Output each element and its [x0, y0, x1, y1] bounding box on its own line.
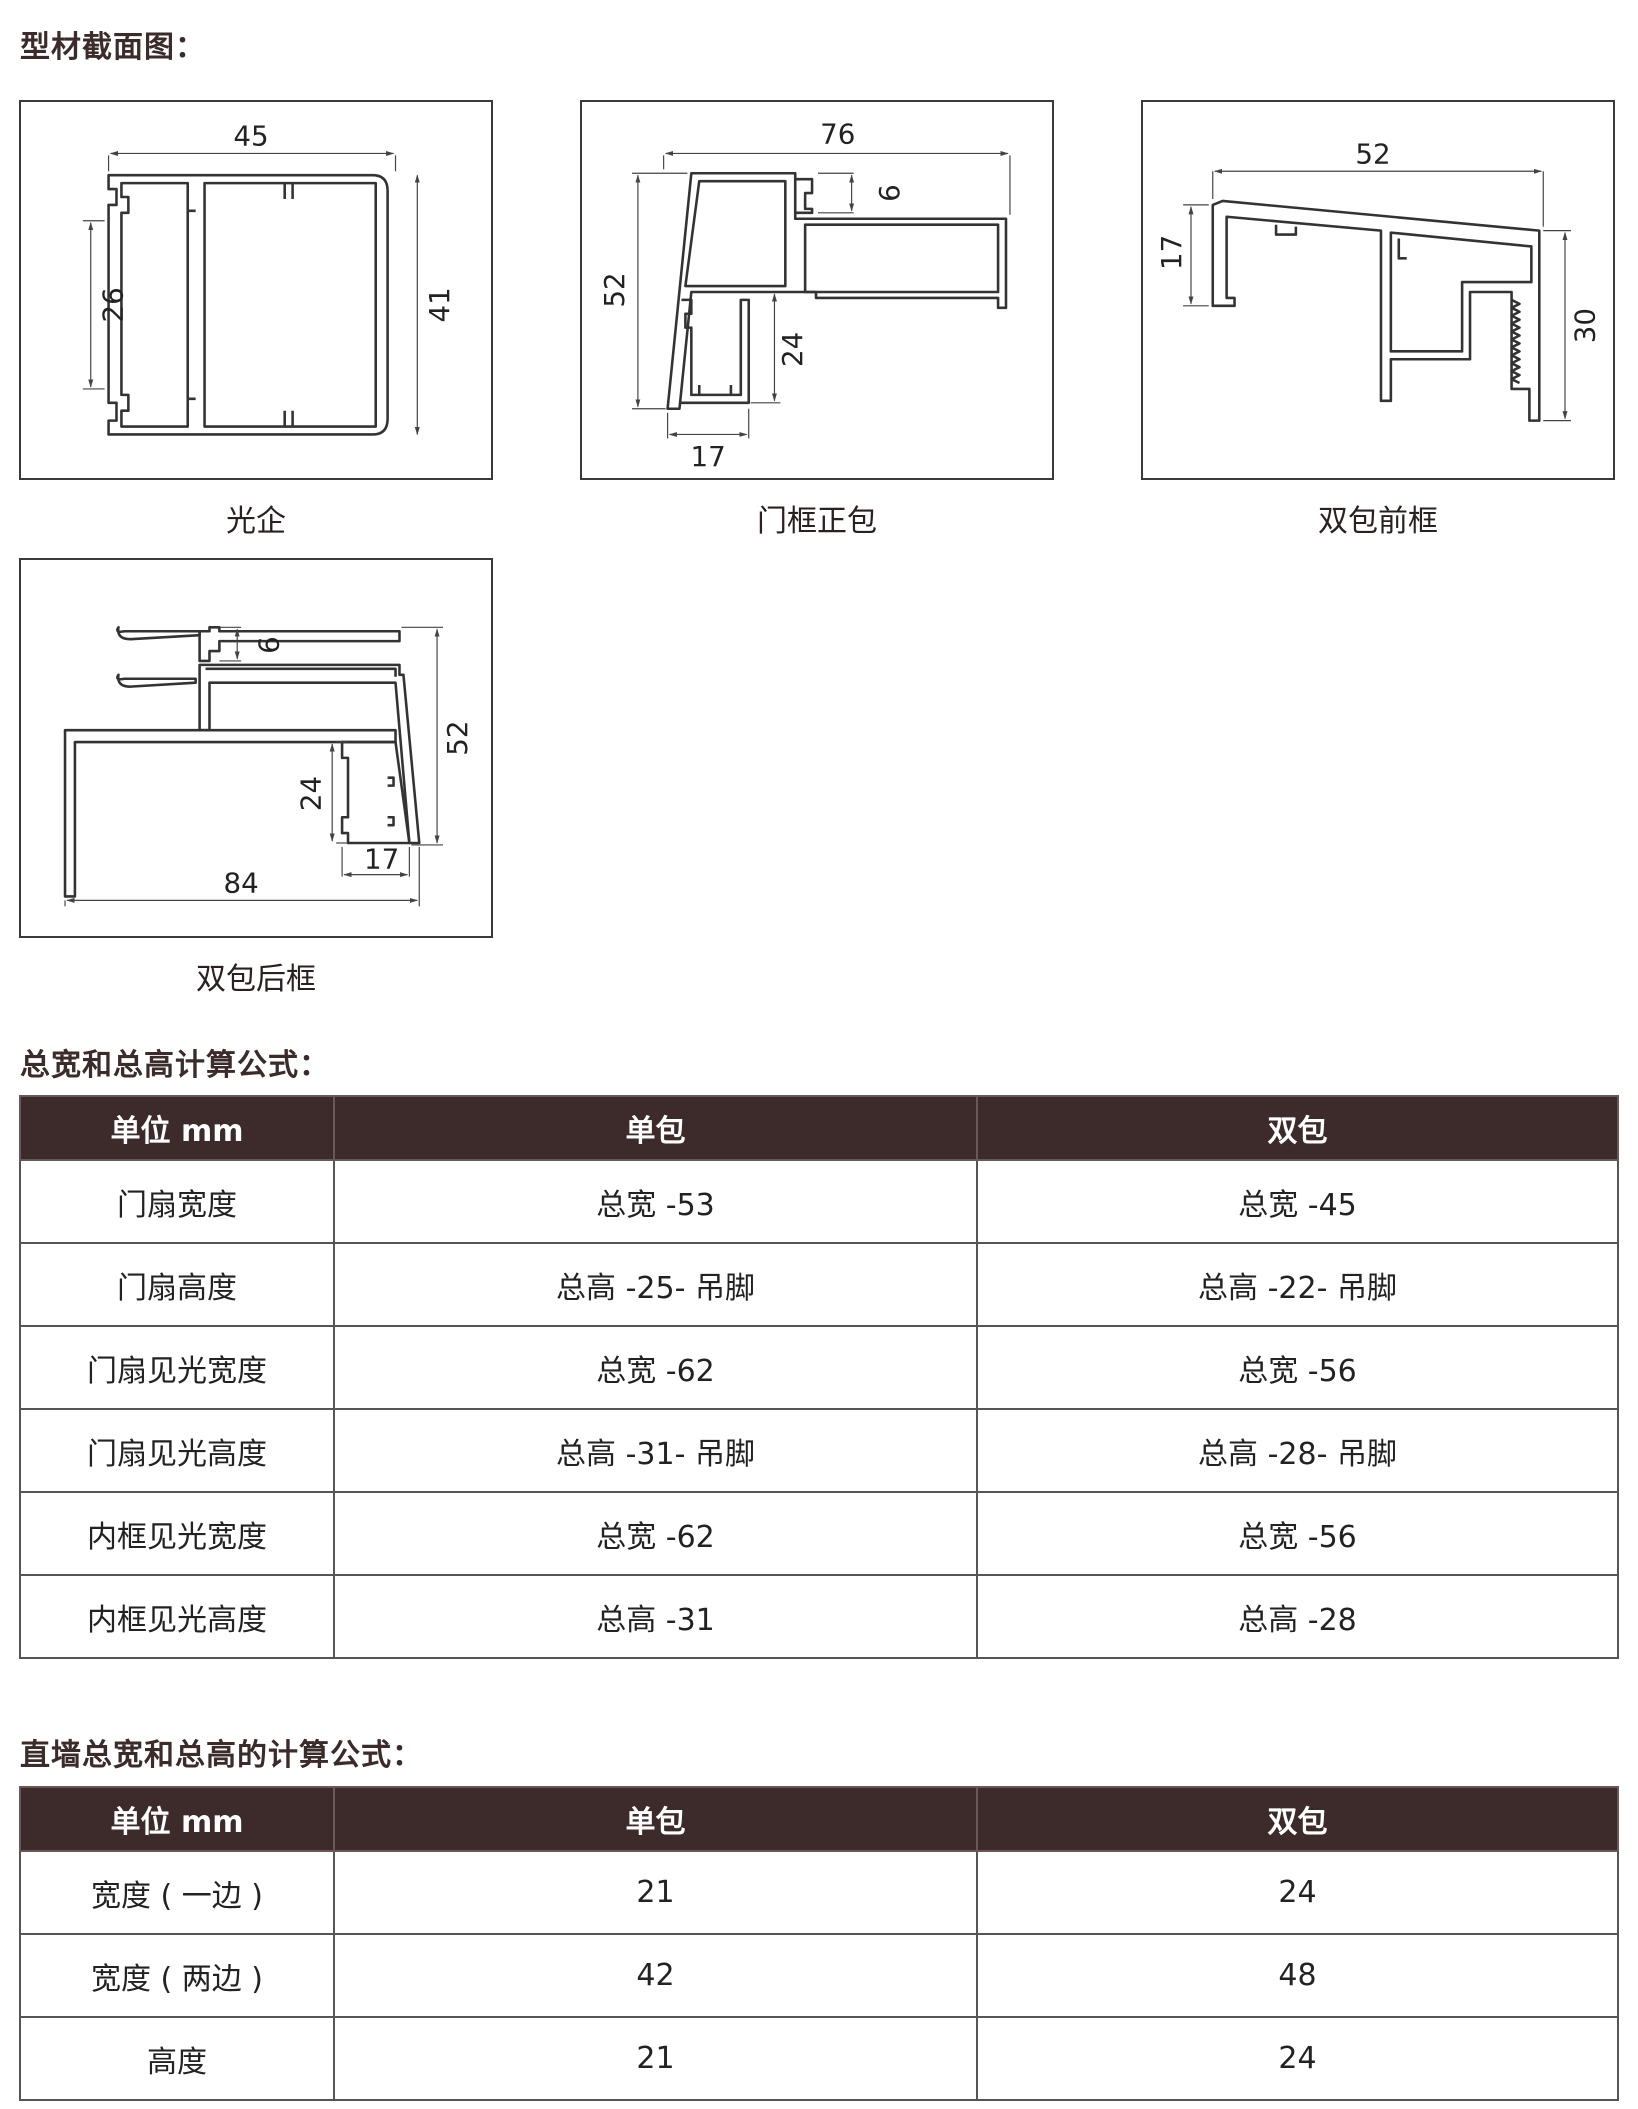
single-value: 总宽 -62 [333, 1325, 978, 1410]
row-label: 内框见光高度 [19, 1574, 335, 1659]
straight-wall-formula-table: 单位 mm 单包 双包 宽度 ( 一边 ) 21 24 宽度 ( 两边 ) 42… [19, 1786, 1619, 2101]
dim-bottom-label: 17 [691, 440, 726, 473]
dim-top-label: 76 [820, 118, 855, 151]
single-value: 总高 -25- 吊脚 [333, 1242, 978, 1327]
diagram-shuangbao-qiankuang: 52 17 30 [1141, 100, 1615, 480]
dim-inner-label: 24 [776, 332, 809, 367]
dim-left-label: 26 [96, 287, 129, 322]
single-value: 总宽 -53 [333, 1159, 978, 1244]
double-value: 总宽 -45 [976, 1159, 1619, 1244]
caption-guangqi: 光企 [226, 504, 286, 539]
double-value: 24 [976, 1850, 1619, 1935]
section-title-formula: 总宽和总高计算公式： [20, 1048, 330, 1083]
header-unit: 单位 mm [19, 1786, 335, 1852]
table-row: 门扇见光宽度 总宽 -62 总宽 -56 [19, 1325, 1619, 1410]
section-title-profiles: 型材截面图： [20, 30, 206, 65]
dim-top-label: 52 [1355, 137, 1390, 170]
single-value: 42 [333, 1933, 978, 2018]
diagram-shuangbao-houkuang: 52 9 24 17 84 [19, 558, 493, 938]
row-label: 门扇高度 [19, 1242, 335, 1327]
menkuang-profile-drawing: 76 9 52 24 17 [598, 118, 1011, 473]
double-value: 总高 -28 [976, 1574, 1619, 1659]
double-value: 24 [976, 2016, 1619, 2101]
diagram-menkuang-zhengbao: 76 9 52 24 17 [580, 100, 1054, 480]
table-row: 内框见光宽度 总宽 -62 总宽 -56 [19, 1491, 1619, 1576]
diagram-guangqi: 45 26 41 [19, 100, 493, 480]
dim-right-label: 30 [1569, 308, 1602, 343]
header-unit: 单位 mm [19, 1095, 335, 1161]
double-value: 总宽 -56 [976, 1491, 1619, 1576]
guangqi-profile-drawing: 45 26 41 [82, 120, 456, 436]
table-row: 高度 21 24 [19, 2016, 1619, 2101]
caption-shuangbao-qiankuang: 双包前框 [1318, 504, 1438, 539]
row-label: 门扇宽度 [19, 1159, 335, 1244]
table-header-row: 单位 mm 单包 双包 [19, 1095, 1619, 1161]
caption-shuangbao-houkuang: 双包后框 [196, 962, 316, 997]
table-header-row: 单位 mm 单包 双包 [19, 1786, 1619, 1852]
qiankuang-profile-drawing: 52 17 30 [1155, 137, 1602, 422]
table-row: 门扇宽度 总宽 -53 总宽 -45 [19, 1159, 1619, 1244]
total-size-formula-table: 单位 mm 单包 双包 门扇宽度 总宽 -53 总宽 -45 门扇高度 总高 -… [19, 1095, 1619, 1659]
dim-bottom-label: 84 [224, 866, 259, 899]
row-label: 宽度 ( 两边 ) [19, 1933, 335, 2018]
single-value: 总宽 -62 [333, 1491, 978, 1576]
table-row: 门扇见光高度 总高 -31- 吊脚 总高 -28- 吊脚 [19, 1408, 1619, 1493]
houkuang-profile-drawing: 52 9 24 17 84 [63, 625, 474, 907]
table-row: 宽度 ( 两边 ) 42 48 [19, 1933, 1619, 2018]
table-row: 内框见光高度 总高 -31 总高 -28 [19, 1574, 1619, 1659]
dim-small-label: 9 [252, 636, 285, 654]
dim-width-label: 45 [233, 120, 268, 153]
table-row: 门扇高度 总高 -25- 吊脚 总高 -22- 吊脚 [19, 1242, 1619, 1327]
dim-right-label: 52 [441, 720, 474, 755]
double-value: 48 [976, 1933, 1619, 2018]
dim-right-label: 41 [423, 287, 456, 322]
header-double: 双包 [976, 1095, 1619, 1161]
single-value: 21 [333, 1850, 978, 1935]
dim-left-label: 17 [1155, 235, 1188, 270]
row-label: 门扇见光宽度 [19, 1325, 335, 1410]
double-value: 总高 -28- 吊脚 [976, 1408, 1619, 1493]
dim-inner-label: 24 [294, 776, 327, 811]
double-value: 总宽 -56 [976, 1325, 1619, 1410]
table-row: 宽度 ( 一边 ) 21 24 [19, 1850, 1619, 1935]
dim-left-label: 52 [598, 272, 631, 307]
single-value: 总高 -31- 吊脚 [333, 1408, 978, 1493]
header-single: 单包 [333, 1786, 978, 1852]
header-double: 双包 [976, 1786, 1619, 1852]
section-title-straight-wall: 直墙总宽和总高的计算公式： [20, 1738, 423, 1773]
row-label: 宽度 ( 一边 ) [19, 1850, 335, 1935]
dim-foot-label: 17 [364, 843, 399, 876]
double-value: 总高 -22- 吊脚 [976, 1242, 1619, 1327]
row-label: 门扇见光高度 [19, 1408, 335, 1493]
single-value: 21 [333, 2016, 978, 2101]
header-single: 单包 [333, 1095, 978, 1161]
dim-small-label: 9 [872, 184, 905, 202]
row-label: 内框见光宽度 [19, 1491, 335, 1576]
caption-menkuang-zhengbao: 门框正包 [757, 504, 877, 539]
row-label: 高度 [19, 2016, 335, 2101]
single-value: 总高 -31 [333, 1574, 978, 1659]
